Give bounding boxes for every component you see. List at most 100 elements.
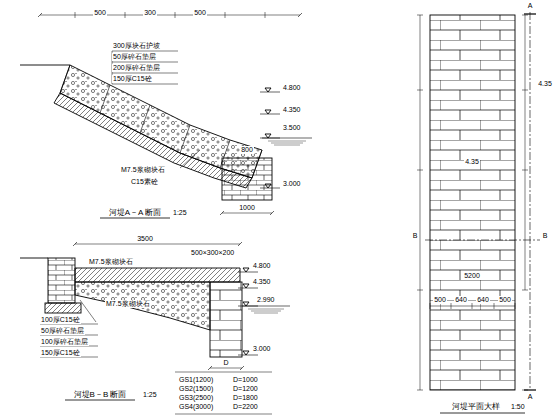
level-mark [243,351,249,355]
title-underline [440,413,525,414]
drawing-label: 4.350 [282,106,302,114]
drawing-label: 300厚块石护坡 [112,42,161,50]
stone-fill [75,282,210,330]
level-mark [243,284,249,288]
dimension-tick [220,211,224,215]
level-mark [265,88,271,92]
deck-slab [75,268,240,282]
drawing-label: 500×300×200 [190,249,235,257]
level-mark [265,184,271,188]
dimension-tick [270,211,274,215]
drawing-label: 50厚碎石垫层 [112,53,157,61]
leader-line [112,84,178,85]
block-joint [100,85,110,113]
drawing-label: 100厚碎石垫层 [40,338,89,346]
level-line [260,114,280,115]
drawing-label: 1:50 [510,403,526,411]
water-line [268,141,306,142]
masonry-wall [48,258,75,303]
dimension-tick [265,12,266,18]
dimension-tick [208,366,212,370]
drawing-label: 500 [193,9,207,17]
drawing-label: D=1200 [232,385,259,393]
drawing-label: 2.990 [256,296,276,304]
dimension-tick [240,366,244,370]
dimension-tick [522,15,528,16]
dimension-tick [73,242,77,246]
ground-line [20,65,70,66]
dimension-tick [417,390,423,391]
dimension-tick [238,242,242,246]
drawing-label: D=1000 [232,376,259,384]
drawing-label: D=1800 [232,394,259,402]
drawing-label: C15素砼 [130,178,159,186]
drawing-label: M7.5浆砌块石 [120,166,166,174]
leader-line [80,300,96,322]
level-mark [243,302,249,306]
drawing-label: GS2(1500) [178,385,214,393]
dimension-tick [125,12,126,18]
block-joint [140,105,150,133]
water-line [251,311,281,312]
level-line [260,92,280,93]
level-line [260,188,280,189]
dimension-tick [430,303,431,309]
ground-line [20,258,48,259]
paving-plan [430,15,515,390]
dimension-line [430,306,515,307]
leader-line [112,73,178,74]
drawing-label: GS1(1200) [178,376,214,384]
dimension-line [420,15,421,390]
water-line [274,145,300,146]
drawing-label: B [542,232,549,240]
block-joint [60,65,70,93]
drawing-label: D=2200 [232,403,259,411]
dimension-tick [417,90,423,91]
section-title: 河堤A－A 断面 [108,208,162,217]
table-line [175,414,272,415]
water-line [248,309,284,310]
dimension-tick [472,303,473,309]
drawing-label: 3.500 [282,124,302,132]
drawing-label: 300 [143,9,157,17]
water-line [254,313,278,314]
section-title: 河堤B－B 断面 [73,390,128,399]
level-line [238,288,258,289]
dimension-tick [175,12,176,18]
leader-line [112,51,178,52]
drawing-label: 1:25 [142,391,158,399]
drawing-label: 500 [433,296,447,304]
water-line [271,143,303,144]
dimension-tick [451,303,452,309]
dimension-line [222,213,272,214]
drawing-label: 3500 [136,235,154,243]
leader-line [180,150,200,168]
dimension-tick [515,303,516,309]
drawing-label: 640 [476,296,490,304]
dimension-tick [298,13,302,17]
drawing-label: 640 [454,296,468,304]
level-line [238,355,258,356]
drawing-label: 4.800 [282,84,302,92]
drawing-label: GS4(3000) [178,403,214,411]
level-mark [243,268,249,272]
dimension-line [210,368,242,369]
concrete-base [45,303,81,313]
drawing-label: 150厚C15砼 [112,75,153,83]
dimension-tick [75,12,76,18]
leader-line [112,62,178,63]
dimension-tick [225,12,226,18]
level-line [260,138,280,139]
dimension-line [525,15,526,290]
level-line [238,306,258,307]
drawing-label: 4.35 [537,80,553,88]
section-cut-line [425,240,540,241]
block-joint [180,125,190,153]
dimension-tick [522,170,528,171]
drawing-label: M7.5浆砌块石 [88,258,134,266]
dimension-tick [522,90,528,91]
drawing-label: D [222,359,229,367]
level-line [238,272,258,273]
